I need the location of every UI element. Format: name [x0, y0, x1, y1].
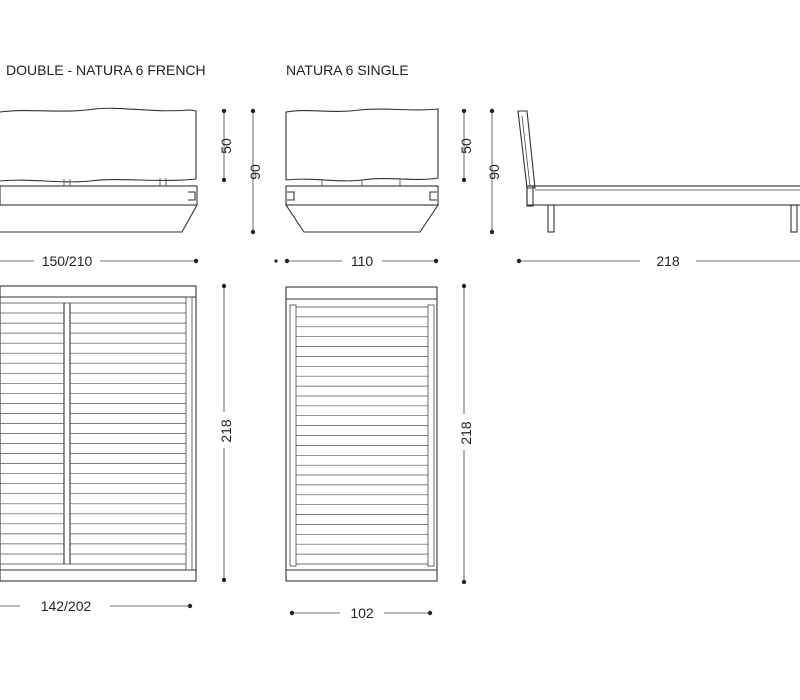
double-length-dimension: 218: [216, 283, 234, 583]
side-post: [526, 185, 534, 207]
single-height-dimensions: 50 90: [458, 108, 502, 235]
double-bed-title: DOUBLE - NATURA 6 FRENCH: [6, 62, 206, 78]
double-width-label: 150/210: [42, 253, 93, 269]
side-leg-front: [547, 204, 555, 233]
single-length-dimension: 218: [456, 283, 474, 585]
single-width-dimension: 110: [274, 253, 439, 269]
double-base: [0, 204, 198, 233]
single-width-label: 110: [351, 253, 374, 269]
double-width-dimension: 150/210: [0, 253, 199, 269]
single-total-height-label: 90: [486, 164, 502, 180]
single-headboard: [285, 108, 439, 182]
double-total-height-label: 90: [247, 164, 263, 180]
double-bed-top-view: [0, 285, 197, 582]
double-slats: [0, 312, 186, 555]
single-length-label: 218: [458, 421, 474, 445]
single-frame: [285, 185, 439, 206]
side-leg-back: [790, 204, 798, 233]
double-inner-width-dimension: 142/202: [0, 598, 193, 614]
side-length-label: 218: [656, 253, 680, 269]
single-inner-width-dimension: 102: [289, 605, 433, 621]
double-frame: [0, 185, 198, 206]
single-inner-width-label: 102: [350, 605, 374, 621]
single-bed-front-view: [284, 108, 440, 233]
double-headboard: [0, 107, 197, 183]
side-rail: [526, 185, 800, 206]
single-slats: [296, 316, 428, 555]
single-bed-title: NATURA 6 SINGLE: [286, 62, 409, 78]
single-base: [284, 204, 440, 233]
single-headboard-height-label: 50: [458, 138, 474, 154]
single-bed-top-view: [285, 286, 438, 582]
double-headboard-height-label: 50: [218, 138, 234, 154]
side-length-dimension: 218: [516, 253, 800, 269]
double-length-label: 218: [218, 419, 234, 443]
side-headboard: [517, 110, 536, 189]
double-bed-front-view: [0, 107, 198, 233]
double-inner-width-label: 142/202: [41, 598, 92, 614]
double-height-dimensions: 50 90: [218, 108, 263, 235]
side-view: [517, 110, 800, 233]
